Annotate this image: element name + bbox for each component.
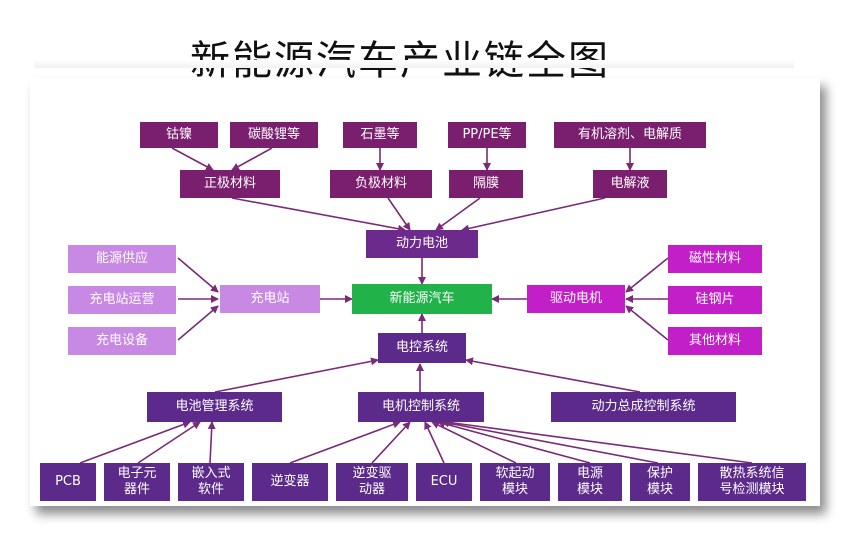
arrow-cathode-to-battery: [231, 197, 406, 233]
arrow-thermal-to-motorctl: [445, 418, 753, 464]
node-bms: 电池管理系统: [147, 392, 282, 422]
arrow-anode-to-battery: [387, 197, 411, 231]
arrow-magnetic-to-motor: [625, 257, 669, 293]
arrow-driver-to-motorctl: [371, 421, 411, 464]
node-magnetic-materials: 磁性材料: [668, 245, 762, 273]
node-station-ops: 充电站运营: [68, 286, 176, 314]
node-soft-start-module: 软起动 模块: [480, 463, 550, 501]
node-charging-equipment: 充电设备: [68, 327, 176, 355]
arrow-ecu-to-motorctl: [424, 421, 445, 464]
node-drive-motor: 驱动电机: [527, 285, 625, 313]
arrow-opto-to-bms: [137, 421, 201, 464]
panel-top-strip: [34, 60, 794, 68]
node-silicon-steel: 硅钢片: [668, 286, 762, 314]
arrow-softstart-to-motorctl: [431, 421, 517, 464]
arrow-protection-to-motorctl: [441, 419, 659, 464]
node-anode: 负极材料: [330, 170, 432, 198]
node-inverter: 逆变器: [252, 463, 328, 501]
node-separator: 隔膜: [449, 170, 523, 198]
arrow-embedded-to-bms: [207, 421, 216, 464]
arrow-powermod-to-motorctl: [437, 419, 591, 464]
node-ecu: ECU: [416, 463, 472, 501]
node-powertrain-control: 动力总成控制系统: [551, 392, 736, 422]
node-energy-supply: 能源供应: [68, 245, 176, 273]
node-charging-station: 充电站: [220, 285, 320, 313]
node-thermal-signal-module: 散热系统信 号检测模块: [698, 463, 806, 501]
node-motor-control: 电机控制系统: [358, 392, 484, 422]
node-nev: 新能源汽车: [352, 284, 492, 314]
node-cathode: 正极材料: [180, 170, 280, 198]
arrow-pcb-to-bms: [79, 420, 191, 464]
node-cobalt-nickel: 钴镍: [140, 122, 218, 148]
arrow-separator-to-battery: [435, 197, 481, 231]
node-other-materials: 其他材料: [668, 327, 762, 355]
arrow-cobalt-to-cathode: [171, 147, 214, 171]
node-power-module: 电源 模块: [558, 463, 622, 501]
arrow-other-to-motor: [625, 305, 669, 341]
node-electronic-control: 电控系统: [378, 333, 466, 363]
arrow-lithium-to-cathode: [231, 147, 273, 171]
arrow-equipment-to-station: [177, 305, 219, 341]
node-pp-pe: PP/PE等: [448, 122, 526, 148]
arrow-electrolyte-to-battery: [461, 197, 606, 233]
node-inverter-driver: 逆变驱 动器: [336, 463, 408, 501]
node-protection-module: 保护 模块: [630, 463, 690, 501]
arrow-powertrain-to-control: [465, 357, 641, 393]
arrow-inverter-to-motorctl: [289, 420, 401, 464]
arrow-energy-to-station: [177, 257, 219, 293]
arrow-bms-to-control: [214, 357, 379, 393]
node-electronic-components: 电子元 器件: [104, 463, 170, 501]
node-graphite: 石墨等: [343, 122, 417, 148]
node-embedded-software: 嵌入式 软件: [178, 463, 244, 501]
node-electrolyte: 电解液: [593, 170, 667, 198]
node-lithium-carbonate: 碳酸锂等: [230, 122, 318, 148]
node-pcb: PCB: [40, 463, 96, 501]
node-organic-solvent: 有机溶剂、电解质: [554, 122, 706, 148]
node-power-battery: 动力电池: [366, 230, 478, 258]
